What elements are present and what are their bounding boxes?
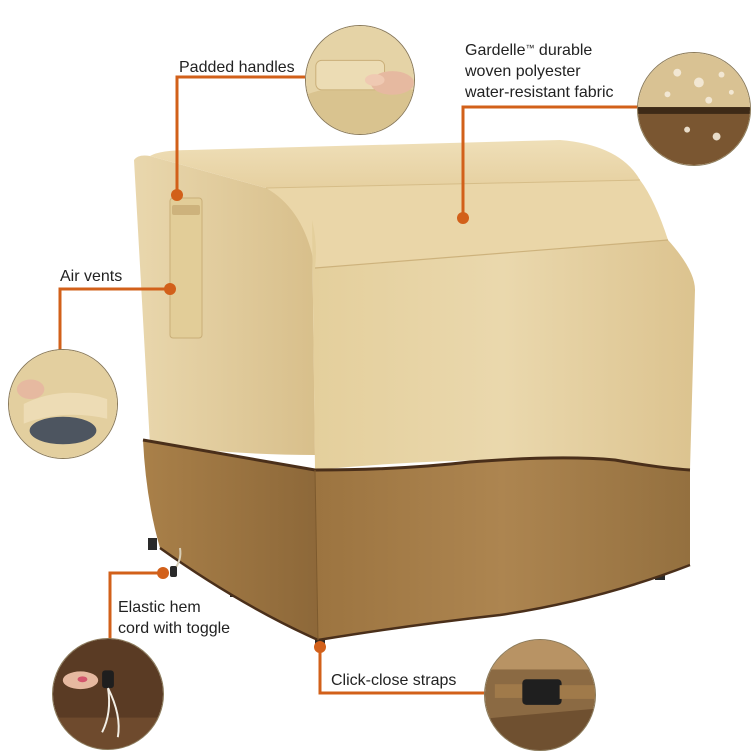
leader-click-close [318,647,488,695]
buckle-photo [484,639,596,751]
label-padded-handles: Padded handles [179,59,295,76]
leader-elastic-hem [108,571,163,640]
cover-skirt-left [143,440,318,640]
label-click-close: Click-close straps [331,672,457,689]
cover-front-upper [266,180,668,268]
cover-top-panel [150,140,640,188]
label-air-vents: Air vents [60,268,123,285]
leader-air-vents [58,287,170,350]
label-elastic-hem: Elastic hem cord with toggle [118,599,231,637]
leader-lines [58,75,640,695]
cover-trim [142,438,691,472]
vent-photo [8,349,118,459]
cover-leg [148,538,157,550]
leader-dots [157,189,469,653]
toggle-photo [52,638,164,750]
cover-skirt-front [315,457,690,640]
leader-padded-handles [175,75,305,193]
side-handle [169,197,203,339]
fabric-water-drop-photo [637,52,751,166]
cover-front-panel [312,220,695,470]
handle-photo [305,25,415,135]
leader-fabric [461,105,640,215]
label-fabric: Gardelle™ durable woven polyester water-… [465,42,614,101]
